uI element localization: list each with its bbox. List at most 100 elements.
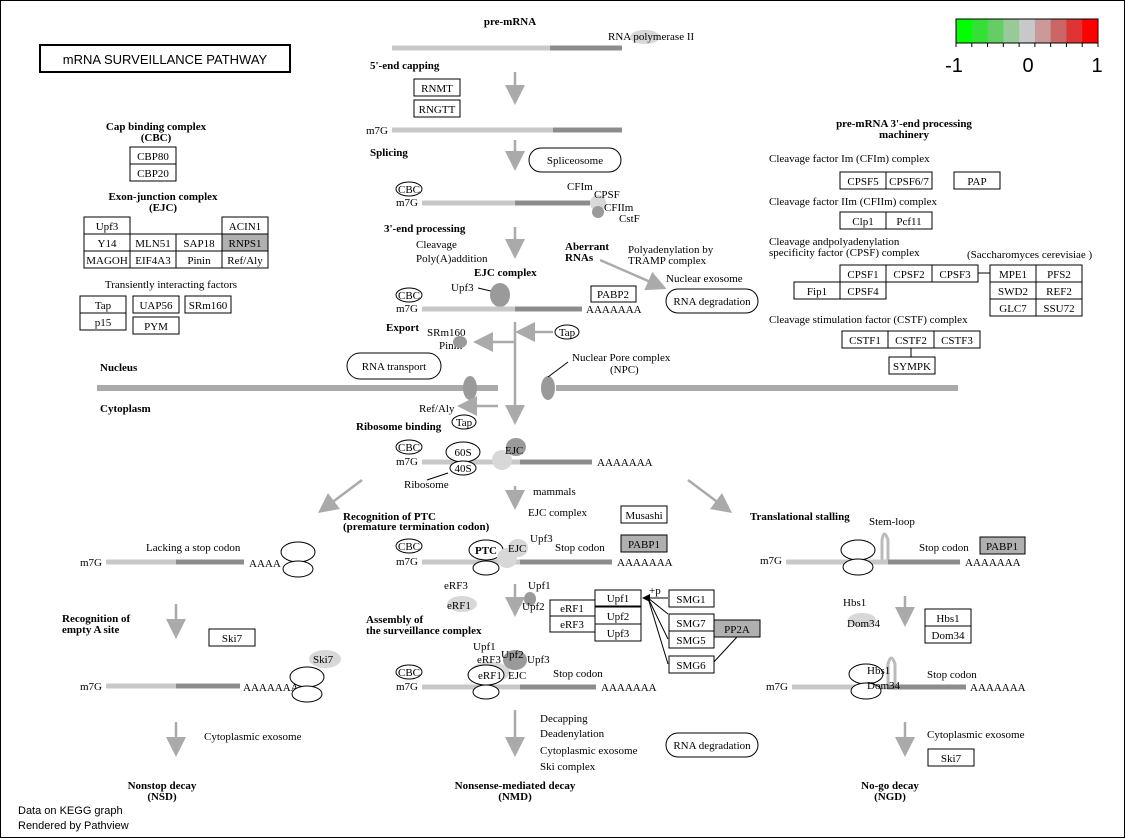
- legend-mid: 0: [1022, 55, 1033, 77]
- gene-cpsf4[interactable]: [839, 281, 887, 300]
- label-ribosome-binding: Ribosome binding: [356, 421, 442, 433]
- pathway-spliceosome[interactable]: [528, 147, 622, 173]
- gene-musashi[interactable]: [620, 505, 668, 524]
- gene-pap[interactable]: [953, 171, 1001, 190]
- gene-srm160[interactable]: [184, 295, 232, 314]
- tap-oval-1: Tap: [559, 327, 576, 339]
- label-cyto-exosome-nsd: Cytoplasmic exosome: [204, 731, 302, 743]
- title-box: [39, 44, 291, 73]
- legend-swatch: [1066, 19, 1083, 43]
- label-ejc-complex-2: EJC complex: [528, 507, 587, 519]
- gene-mln51-label: MLN51: [135, 238, 170, 250]
- label-cstf: CstF: [619, 213, 640, 225]
- label-ribosome: Ribosome: [404, 479, 449, 491]
- gene-rnmt[interactable]: [413, 78, 461, 97]
- gene-ski7-ngd[interactable]: [927, 748, 975, 767]
- label-rnas: RNAs: [565, 252, 594, 264]
- gene-ssu72[interactable]: [1035, 298, 1083, 317]
- label-rec-ptc-1: Recognition of PTC: [343, 511, 436, 523]
- color-legend: [955, 18, 1099, 47]
- cbc-oval-3: CBC: [398, 442, 420, 454]
- label-nonstop-1: Nonstop decay: [128, 780, 197, 792]
- cbc-oval-2: CBC: [398, 290, 420, 302]
- gene-upf3b[interactable]: [594, 623, 642, 642]
- gene-pcf11[interactable]: [885, 211, 933, 230]
- cbc-oval-1: CBC: [398, 184, 420, 196]
- gene-uap56[interactable]: [132, 295, 180, 314]
- label-m7g-3: m7G: [396, 303, 418, 315]
- label-ejc-2: EJC: [508, 543, 526, 555]
- gene-erf1-label: eRF1: [560, 603, 584, 615]
- label-erf1-2: eRF1: [478, 670, 502, 682]
- label-rna-degradation-2: RNA degradation: [673, 740, 751, 752]
- gene-cbp20[interactable]: [129, 163, 177, 182]
- gene-rnmt-label: RNMT: [421, 83, 453, 95]
- label-stem-loop: Stem-loop: [869, 516, 915, 528]
- footer-line-1: Data on KEGG graph: [18, 805, 123, 817]
- gene-pabp2[interactable]: [590, 285, 637, 303]
- label-polya-7: AAAAAAA: [970, 682, 1026, 694]
- legend-swatch: [956, 19, 973, 43]
- label-cfim-complex: Cleavage factor Im (CFIm) complex: [769, 153, 930, 165]
- label-cfim: CFIm: [567, 181, 593, 193]
- label-cstf-complex: Cleavage stimulation factor (CSTF) compl…: [769, 314, 968, 326]
- gene-cstf3-label: CSTF3: [941, 335, 973, 347]
- label-stop-codon-3: Stop codon: [919, 542, 969, 554]
- gene-ski7-ngd-label: Ski7: [941, 753, 962, 765]
- label-upf2-1: Upf2: [522, 601, 545, 613]
- label-ejc-3: EJC: [508, 670, 526, 682]
- label-cyto-exosome-nmd: Cytoplasmic exosome: [540, 745, 638, 757]
- gene-cstf3[interactable]: [933, 330, 981, 349]
- gene-cpsf67[interactable]: [885, 171, 933, 190]
- label-upf1-1: Upf1: [528, 580, 551, 592]
- gene-fip1-label: Fip1: [807, 286, 827, 298]
- label-ejc-title-1: Exon-junction complex: [108, 191, 218, 203]
- label-upf3-2: Upf3: [530, 533, 553, 545]
- gene-smg6[interactable]: [668, 655, 715, 674]
- gene-rngtt[interactable]: [413, 99, 461, 118]
- gene-smg1-label: SMG1: [676, 594, 705, 606]
- gene-p15-label: p15: [95, 317, 112, 329]
- label-cpsf: CPSF: [594, 189, 620, 201]
- pathway-title: mRNA SURVEILLANCE PATHWAY: [63, 52, 268, 67]
- label-rna-polymerase: RNA polymerase II: [608, 31, 694, 43]
- gene-dom34[interactable]: [924, 625, 972, 644]
- gene-smg5[interactable]: [668, 630, 715, 649]
- gene-upf1[interactable]: [594, 589, 642, 607]
- pathway-rna-transport[interactable]: [346, 352, 442, 380]
- gene-smg1[interactable]: [668, 589, 715, 608]
- gene-sympk-label: SYMPK: [893, 361, 931, 373]
- gene-pcf11-label: Pcf11: [896, 216, 921, 228]
- label-nucleus: Nucleus: [100, 362, 138, 374]
- label-deadenylation: Deadenylation: [540, 728, 605, 740]
- ribosome-40s: 40S: [454, 463, 471, 475]
- label-nmd-2: (NMD): [498, 791, 532, 803]
- gene-pabp1-ngd-label: PABP1: [986, 541, 1018, 553]
- label-polya-5: AAAAAAA: [243, 682, 299, 694]
- label-ejc-1: EJC: [505, 445, 523, 457]
- pathway-rna-degradation-2[interactable]: [665, 732, 759, 758]
- label-cyto-exosome-ngd: Cytoplasmic exosome: [927, 729, 1025, 741]
- label-refaly-1: Ref/Aly: [419, 403, 455, 415]
- pathway-rna-degradation-1[interactable]: [665, 288, 759, 314]
- label-ejc-complex: EJC complex: [474, 267, 537, 279]
- label-npc-1: Nuclear Pore complex: [572, 352, 671, 364]
- label-export: Export: [386, 322, 419, 334]
- gene-upf1-label: Upf1: [607, 593, 630, 605]
- gene-cbp20-label: CBP20: [137, 168, 169, 180]
- label-cbc-title-2: (CBC): [141, 132, 172, 144]
- label-rna-degradation-1: RNA degradation: [673, 296, 751, 308]
- label-upf1-2: Upf1: [473, 641, 496, 653]
- gene-pabp1-ngd[interactable]: [979, 536, 1026, 555]
- label-hbs1-1: Hbs1: [843, 597, 866, 609]
- gene-refaly[interactable]: [221, 250, 269, 269]
- gene-pym[interactable]: [132, 316, 180, 335]
- cbc-oval-5: CBC: [398, 667, 420, 679]
- gene-p15[interactable]: [79, 312, 127, 331]
- ptc-oval: PTC: [475, 545, 497, 557]
- label-stop-codon-4: Stop codon: [927, 669, 977, 681]
- gene-pabp1-nmd[interactable]: [620, 534, 668, 553]
- gene-ski7-nsd[interactable]: [208, 628, 256, 647]
- label-cpsf-complex-1: Cleavage andpolyadenylation: [769, 236, 900, 248]
- gene-sympk[interactable]: [888, 356, 936, 375]
